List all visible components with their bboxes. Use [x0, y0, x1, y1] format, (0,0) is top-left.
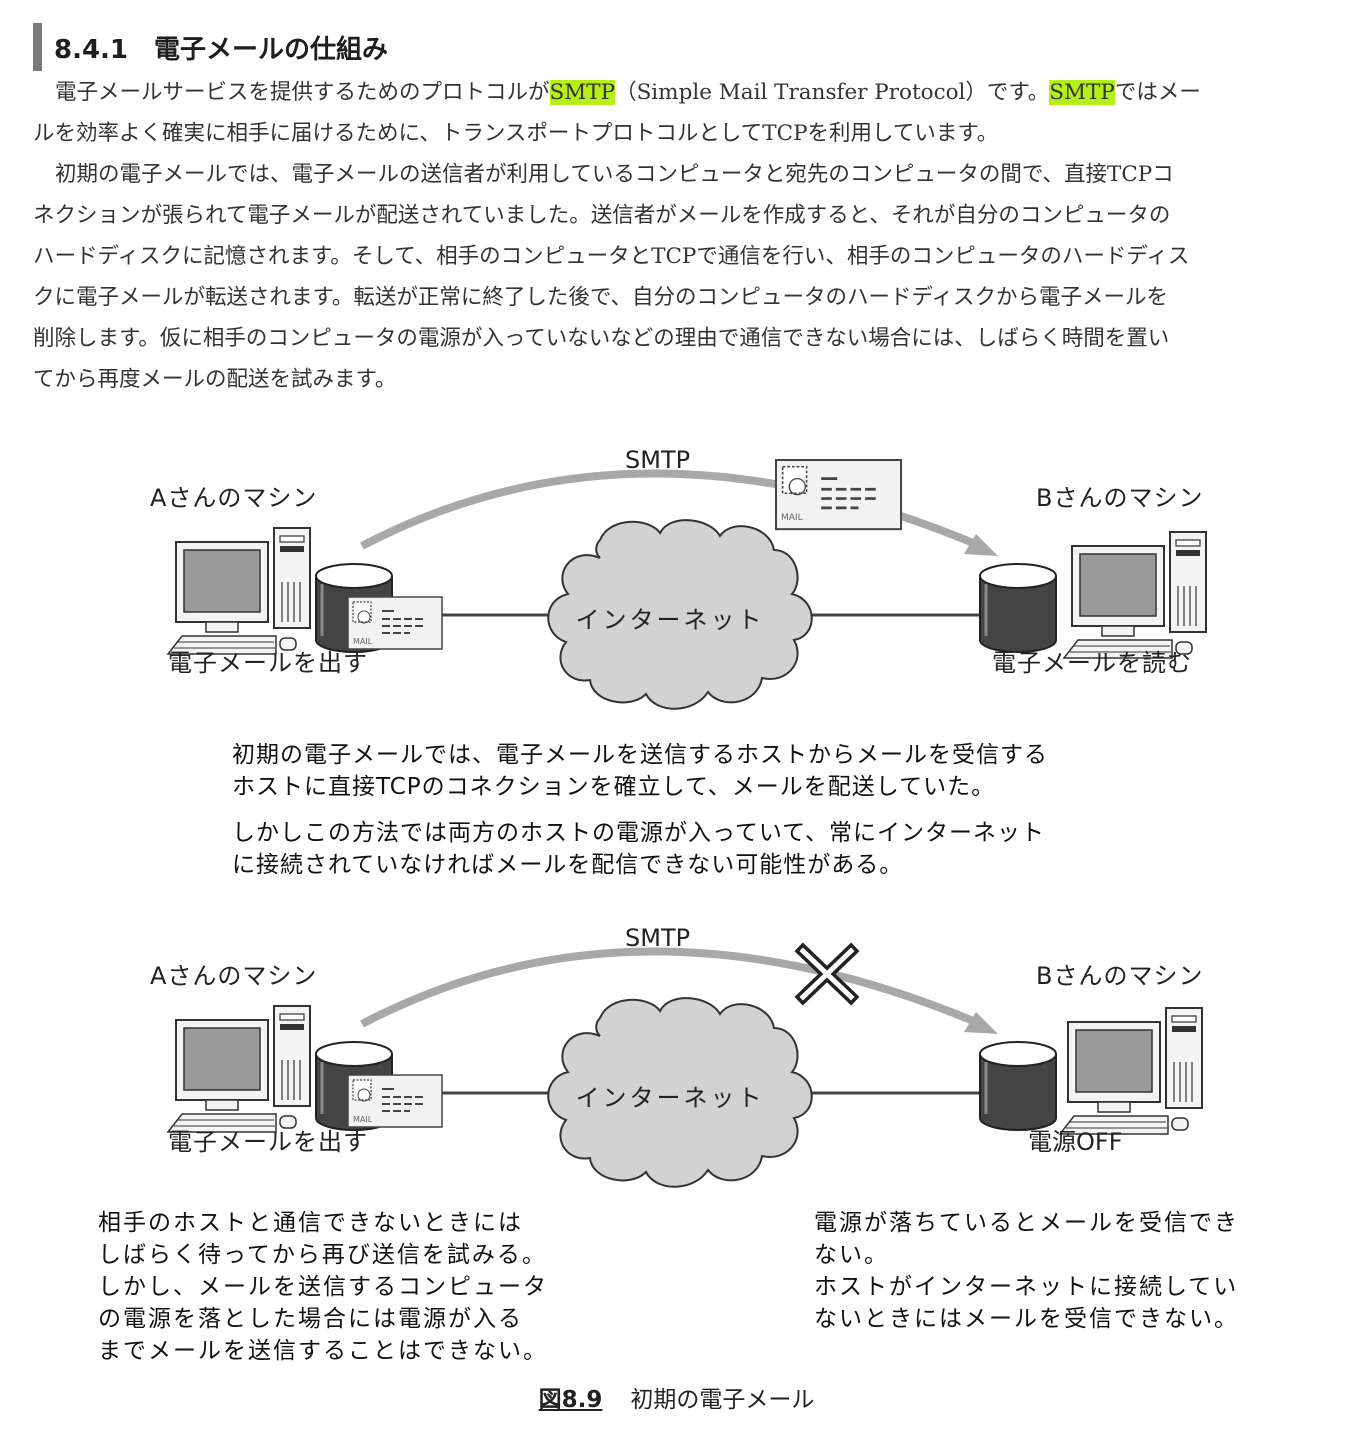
- section-number: 8.4.1: [54, 34, 129, 65]
- note-line: に接続されていなければメールを配信できない可能性がある。: [232, 852, 904, 878]
- highlighted-term: SMTP: [1049, 80, 1115, 105]
- paragraph-1: 電子メールサービスを提供するためのプロトコルがSMTP（Simple Mail …: [33, 72, 1328, 154]
- smtp-label: SMTP: [625, 446, 690, 474]
- paragraph-2: 初期の電子メールでは、電子メールの送信者が利用しているコンピュータと宛先のコンピ…: [33, 154, 1328, 400]
- note-line: しばらく待ってから再び送信を試みる。: [98, 1242, 547, 1268]
- text-run: ではメー: [1114, 80, 1201, 105]
- heading-bar: [33, 23, 42, 71]
- paragraph-2-line: クに電子メールが転送されます。転送が正常に終了した後で、自分のコンピュータのハー…: [33, 285, 1168, 310]
- note-line: 電源が落ちているとメールを受信でき: [814, 1210, 1239, 1236]
- note-line: しかし、メールを送信するコンピュータ: [98, 1274, 548, 1300]
- note-bottom-right: 電源が落ちているとメールを受信でき ない。 ホストがインターネットに接続してい …: [814, 1207, 1239, 1335]
- text-run: （Simple Mail Transfer Protocol）です。: [615, 80, 1050, 105]
- note-line: の電源を落とした場合には電源が入る: [98, 1306, 523, 1332]
- smtp-arrow: [360, 947, 987, 1030]
- highlighted-term: SMTP: [549, 80, 616, 105]
- note-line: ない。: [814, 1242, 889, 1268]
- note-line: しかしこの方法では両方のホストの電源が入っていて、常にインターネット: [232, 820, 1046, 846]
- machine-a-label: Aさんのマシン: [150, 484, 317, 512]
- figure-number: 図8.9: [538, 1387, 603, 1413]
- diagram-bottom: インターネット MAIL SMTP Aさんのマシン Bさんのマシン 電子メールを…: [150, 924, 1203, 1188]
- text-run: 電子メールサービスを提供するためのプロトコルが: [55, 80, 550, 105]
- mail-label: MAIL: [353, 637, 373, 646]
- note-line: 初期の電子メールでは、電子メールを送信するホストからメールを受信する: [232, 742, 1048, 768]
- note-line: ホストがインターネットに接続してい: [814, 1274, 1239, 1300]
- note-line: ないときにはメールを受信できない。: [814, 1306, 1239, 1332]
- paragraph-2-line: 削除します。仮に相手のコンピュータの電源が入っていないなどの理由で通信できない場…: [33, 326, 1170, 351]
- note-top: 初期の電子メールでは、電子メールを送信するホストからメールを受信する ホストに直…: [232, 739, 1048, 881]
- mail-label: MAIL: [353, 1115, 373, 1124]
- send-mail-label: 電子メールを出す: [168, 649, 368, 677]
- smtp-arrowhead: [964, 1012, 998, 1034]
- disk-b-icon: [978, 562, 1058, 654]
- machine-b-label: Bさんのマシン: [1036, 962, 1203, 990]
- figure-caption: 図8.9 初期の電子メール: [0, 1380, 1353, 1414]
- mail-label: MAIL: [781, 513, 803, 523]
- computer-b-icon: [1063, 531, 1207, 659]
- machine-b-label: Bさんのマシン: [1036, 484, 1203, 512]
- read-mail-label: 電子メールを読む: [992, 649, 1192, 677]
- blocked-x-icon: [794, 942, 860, 1006]
- paragraph-1-line-1: 電子メールサービスを提供するためのプロトコルがSMTP（Simple Mail …: [33, 72, 1328, 113]
- disk-b-icon: [978, 1040, 1058, 1132]
- diagram-top: インターネット MAIL MAIL SMTP Aさんのマシン Bさんのマシン 電…: [150, 446, 1207, 710]
- paragraph-1-line-2: ルを効率よく確実に相手に届けるために、トランスポートプロトコルとしてTCPを利用…: [33, 121, 999, 146]
- note-line: ホストに直接TCPのコネクションを確立して、メールを配送していた。: [232, 774, 996, 800]
- section-heading: 8.4.1 電子メールの仕組み: [33, 22, 388, 72]
- figure-title: 初期の電子メール: [630, 1387, 815, 1413]
- smtp-label: SMTP: [625, 924, 690, 952]
- note-bottom-left: 相手のホストと通信できないときには しばらく待ってから再び送信を試みる。 しかし…: [98, 1207, 548, 1367]
- section-title: 8.4.1 電子メールの仕組み: [54, 29, 388, 66]
- paragraph-2-line: てから再度メールの配送を試みます。: [33, 367, 397, 392]
- internet-label: インターネット: [576, 606, 765, 634]
- section-title-text: 電子メールの仕組み: [154, 34, 389, 65]
- note-line: 相手のホストと通信できないときには: [98, 1210, 523, 1236]
- note-line: までメールを送信することはできない。: [98, 1338, 548, 1364]
- smtp-arrowhead: [964, 534, 998, 556]
- power-off-label: 電源OFF: [1028, 1128, 1123, 1156]
- internet-label: インターネット: [576, 1084, 765, 1112]
- computer-a-icon: [167, 1005, 311, 1133]
- computer-b-icon: [1059, 1007, 1203, 1135]
- machine-a-label: Aさんのマシン: [150, 962, 317, 990]
- paragraph-2-line: 初期の電子メールでは、電子メールの送信者が利用しているコンピュータと宛先のコンピ…: [55, 162, 1174, 187]
- send-mail-label: 電子メールを出す: [168, 1128, 368, 1156]
- paragraph-2-line: ハードディスクに記憶されます。そして、相手のコンピュータとTCPで通信を行い、相…: [33, 244, 1190, 269]
- computer-a-icon: [167, 527, 311, 655]
- paragraph-2-line: ネクションが張られて電子メールが配送されていました。送信者がメールを作成すると、…: [33, 203, 1171, 228]
